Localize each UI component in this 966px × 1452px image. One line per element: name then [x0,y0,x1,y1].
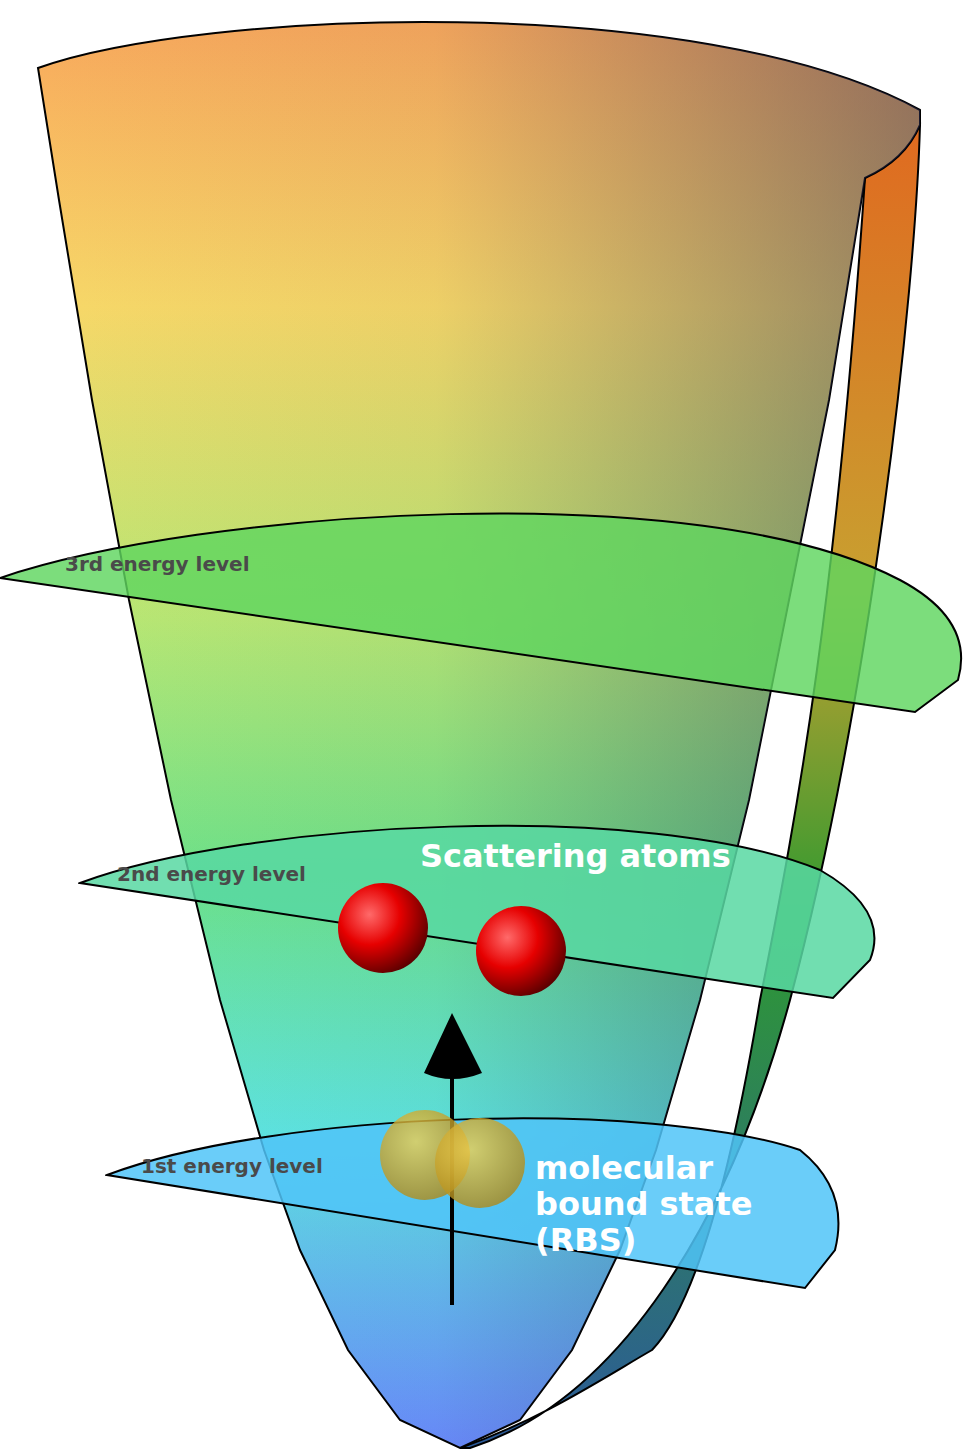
plane-shape [78,800,878,1002]
plane-outline [107,1118,838,1288]
energy-level-plane: 2nd energy level [78,800,878,1002]
callout-label: molecular bound state (RBS) [535,1150,803,1258]
level-label: 1st energy level [141,1154,323,1178]
cup-body [38,22,920,1448]
plane-outline [80,826,874,998]
callout-label: Scattering atoms [420,838,840,874]
energy-level-plane: 3rd energy level [0,496,966,716]
plane-outline [0,514,961,712]
plane-shape [0,496,966,716]
transition-arrow-head [424,1013,482,1079]
cup-shade [38,22,920,1448]
level-label: 2nd energy level [117,862,306,886]
level-label: 3rd energy level [65,552,249,576]
